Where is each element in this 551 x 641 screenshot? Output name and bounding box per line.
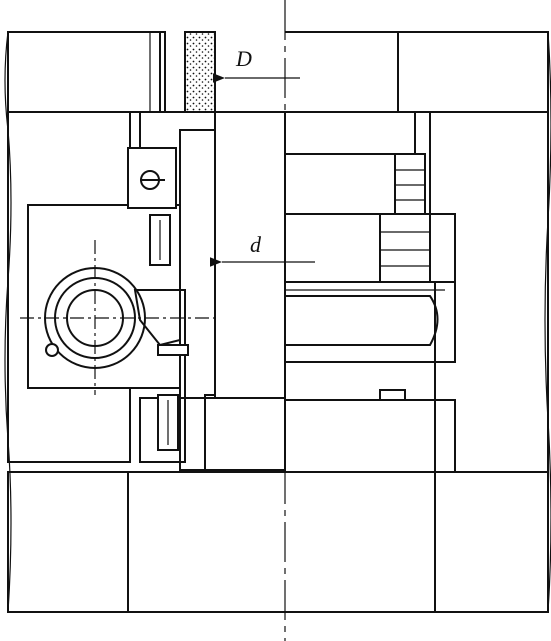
label-inner-diameter: d — [250, 232, 262, 257]
top-left-plate — [7, 31, 166, 113]
top-right-plate — [285, 31, 549, 113]
bearing-block — [20, 147, 215, 451]
label-outer-diameter: D — [235, 46, 252, 71]
workpiece — [204, 111, 286, 471]
right-housing — [415, 111, 549, 473]
bottom-base — [7, 471, 549, 613]
left-break-edge — [4, 31, 12, 613]
right-stack — [284, 111, 456, 473]
grinding-wheel — [149, 31, 216, 113]
